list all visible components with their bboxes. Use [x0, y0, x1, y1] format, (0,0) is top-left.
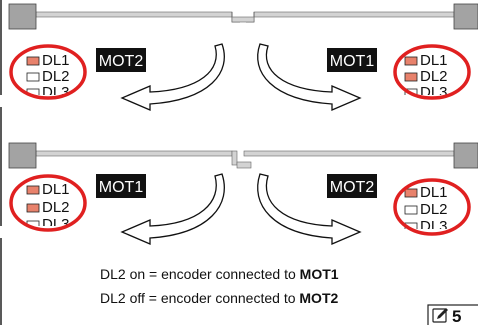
legend-line-1-motor: MOT1 [299, 266, 339, 282]
legend-line-1-text: DL2 on = encoder connected to [100, 266, 300, 282]
motor-label-left: MOT1 [99, 179, 144, 196]
motor-label-right-bg [327, 174, 377, 198]
led-label: DL1 [42, 181, 70, 198]
highlight-circle [393, 178, 471, 236]
motor-label-left-bg [96, 48, 146, 72]
led-label: DL2 [42, 68, 70, 85]
gate-join [231, 16, 255, 23]
led-group-right: DL1 DL2 DL3 [380, 44, 478, 107]
rail-right [253, 11, 455, 18]
led-crop-mask [0, 226, 120, 238]
led-crop-mask [0, 95, 120, 107]
led-crop-mask [380, 95, 478, 107]
post-right [453, 142, 478, 169]
panel-2: MOT1 MOT2 DL1 DL2 DL3 DL1 DL2 DL3 [0, 142, 478, 245]
legend-line-2-text: DL2 off = encoder connected to [100, 290, 300, 306]
led-label: DL2 [420, 68, 448, 85]
led-label: DL1 [420, 52, 448, 69]
arrow-right-icon [257, 173, 362, 245]
led-dl1 [404, 56, 418, 66]
legend-line-1: DL2 on = encoder connected to MOT1 [100, 266, 339, 282]
page-number: 5 [452, 307, 461, 325]
motor-label-left-bg [96, 174, 146, 198]
led-dl1 [404, 188, 418, 198]
rail-left [35, 11, 233, 18]
legend-line-2-motor: MOT2 [299, 290, 339, 306]
led-group-right: DL1 DL2 DL3 [380, 178, 478, 241]
legend-line-2: DL2 off = encoder connected to MOT2 [100, 290, 338, 306]
arrow-right-icon [257, 43, 362, 111]
gate-join-left [231, 150, 238, 166]
led-dl2 [26, 203, 40, 213]
led-dl2 [26, 72, 40, 82]
led-dl2 [404, 205, 418, 215]
gate-join [236, 161, 252, 169]
edit-icon [432, 308, 448, 323]
led-label: DL2 [42, 199, 70, 216]
led-label: DL1 [420, 184, 448, 201]
led-dl2 [404, 72, 418, 82]
arrow-left-icon [120, 173, 225, 245]
led-label: DL2 [420, 201, 448, 218]
page-badge: 5 [427, 304, 478, 325]
led-group-left: DL1 DL2 DL3 [0, 44, 120, 107]
highlight-circle [9, 174, 87, 232]
led-label: DL1 [42, 52, 70, 69]
panel-1: MOT2 MOT1 DL1 DL2 DL3 DL1 DL2 DL3 [0, 3, 478, 111]
post-right [453, 3, 478, 30]
motor-label-right: MOT1 [330, 53, 375, 70]
led-dl1 [26, 185, 40, 195]
arrow-left-icon [120, 43, 225, 111]
post-left [8, 142, 37, 169]
rail-right [243, 150, 455, 157]
post-left [8, 3, 37, 30]
motor-label-right: MOT2 [330, 179, 375, 196]
led-dl1 [26, 56, 40, 66]
motor-label-right-bg [327, 48, 377, 72]
highlight-circle [393, 44, 471, 100]
motor-label-left: MOT2 [99, 53, 144, 70]
led-group-left: DL1 DL2 DL3 [0, 174, 120, 238]
rail-left [35, 150, 233, 157]
highlight-circle [9, 44, 87, 100]
